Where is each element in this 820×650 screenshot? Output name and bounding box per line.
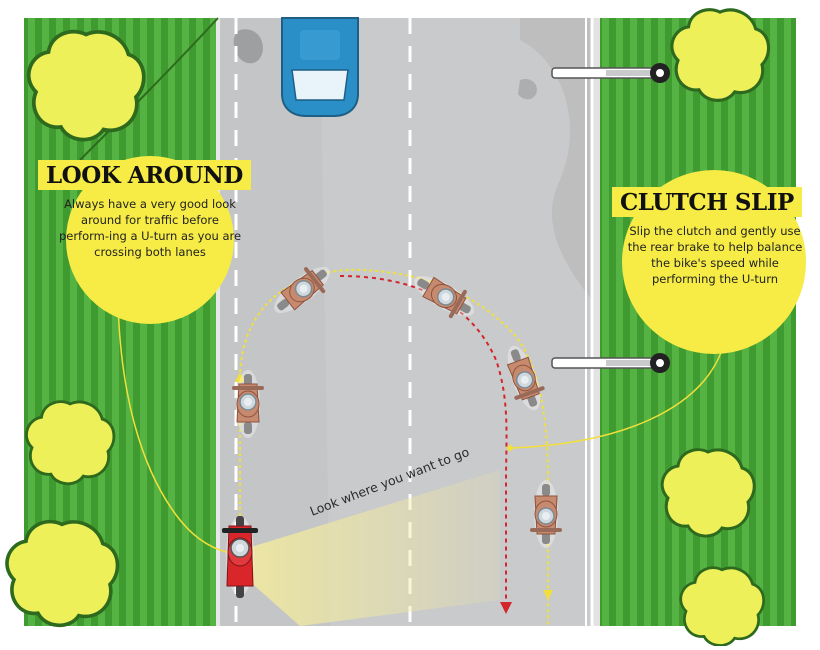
look-around-title: LOOK AROUND [38, 160, 251, 190]
u-turn-path [239, 268, 549, 626]
look-around-text: Always have a very good look around for … [58, 197, 242, 259]
gaze-path [339, 275, 508, 606]
road-sign-icon [551, 63, 670, 83]
headlight-beam [248, 470, 500, 626]
clutch-slip-text: Slip the clutch and gently use the rear … [627, 224, 803, 286]
look-around-callout [66, 156, 234, 324]
clutch-slip-title: CLUTCH SLIP [612, 187, 802, 217]
clutch-connector [509, 349, 723, 449]
look-connector [117, 299, 237, 555]
rider-icon [222, 516, 258, 598]
road-sign-icon [551, 353, 670, 373]
car-icon [281, 17, 359, 117]
